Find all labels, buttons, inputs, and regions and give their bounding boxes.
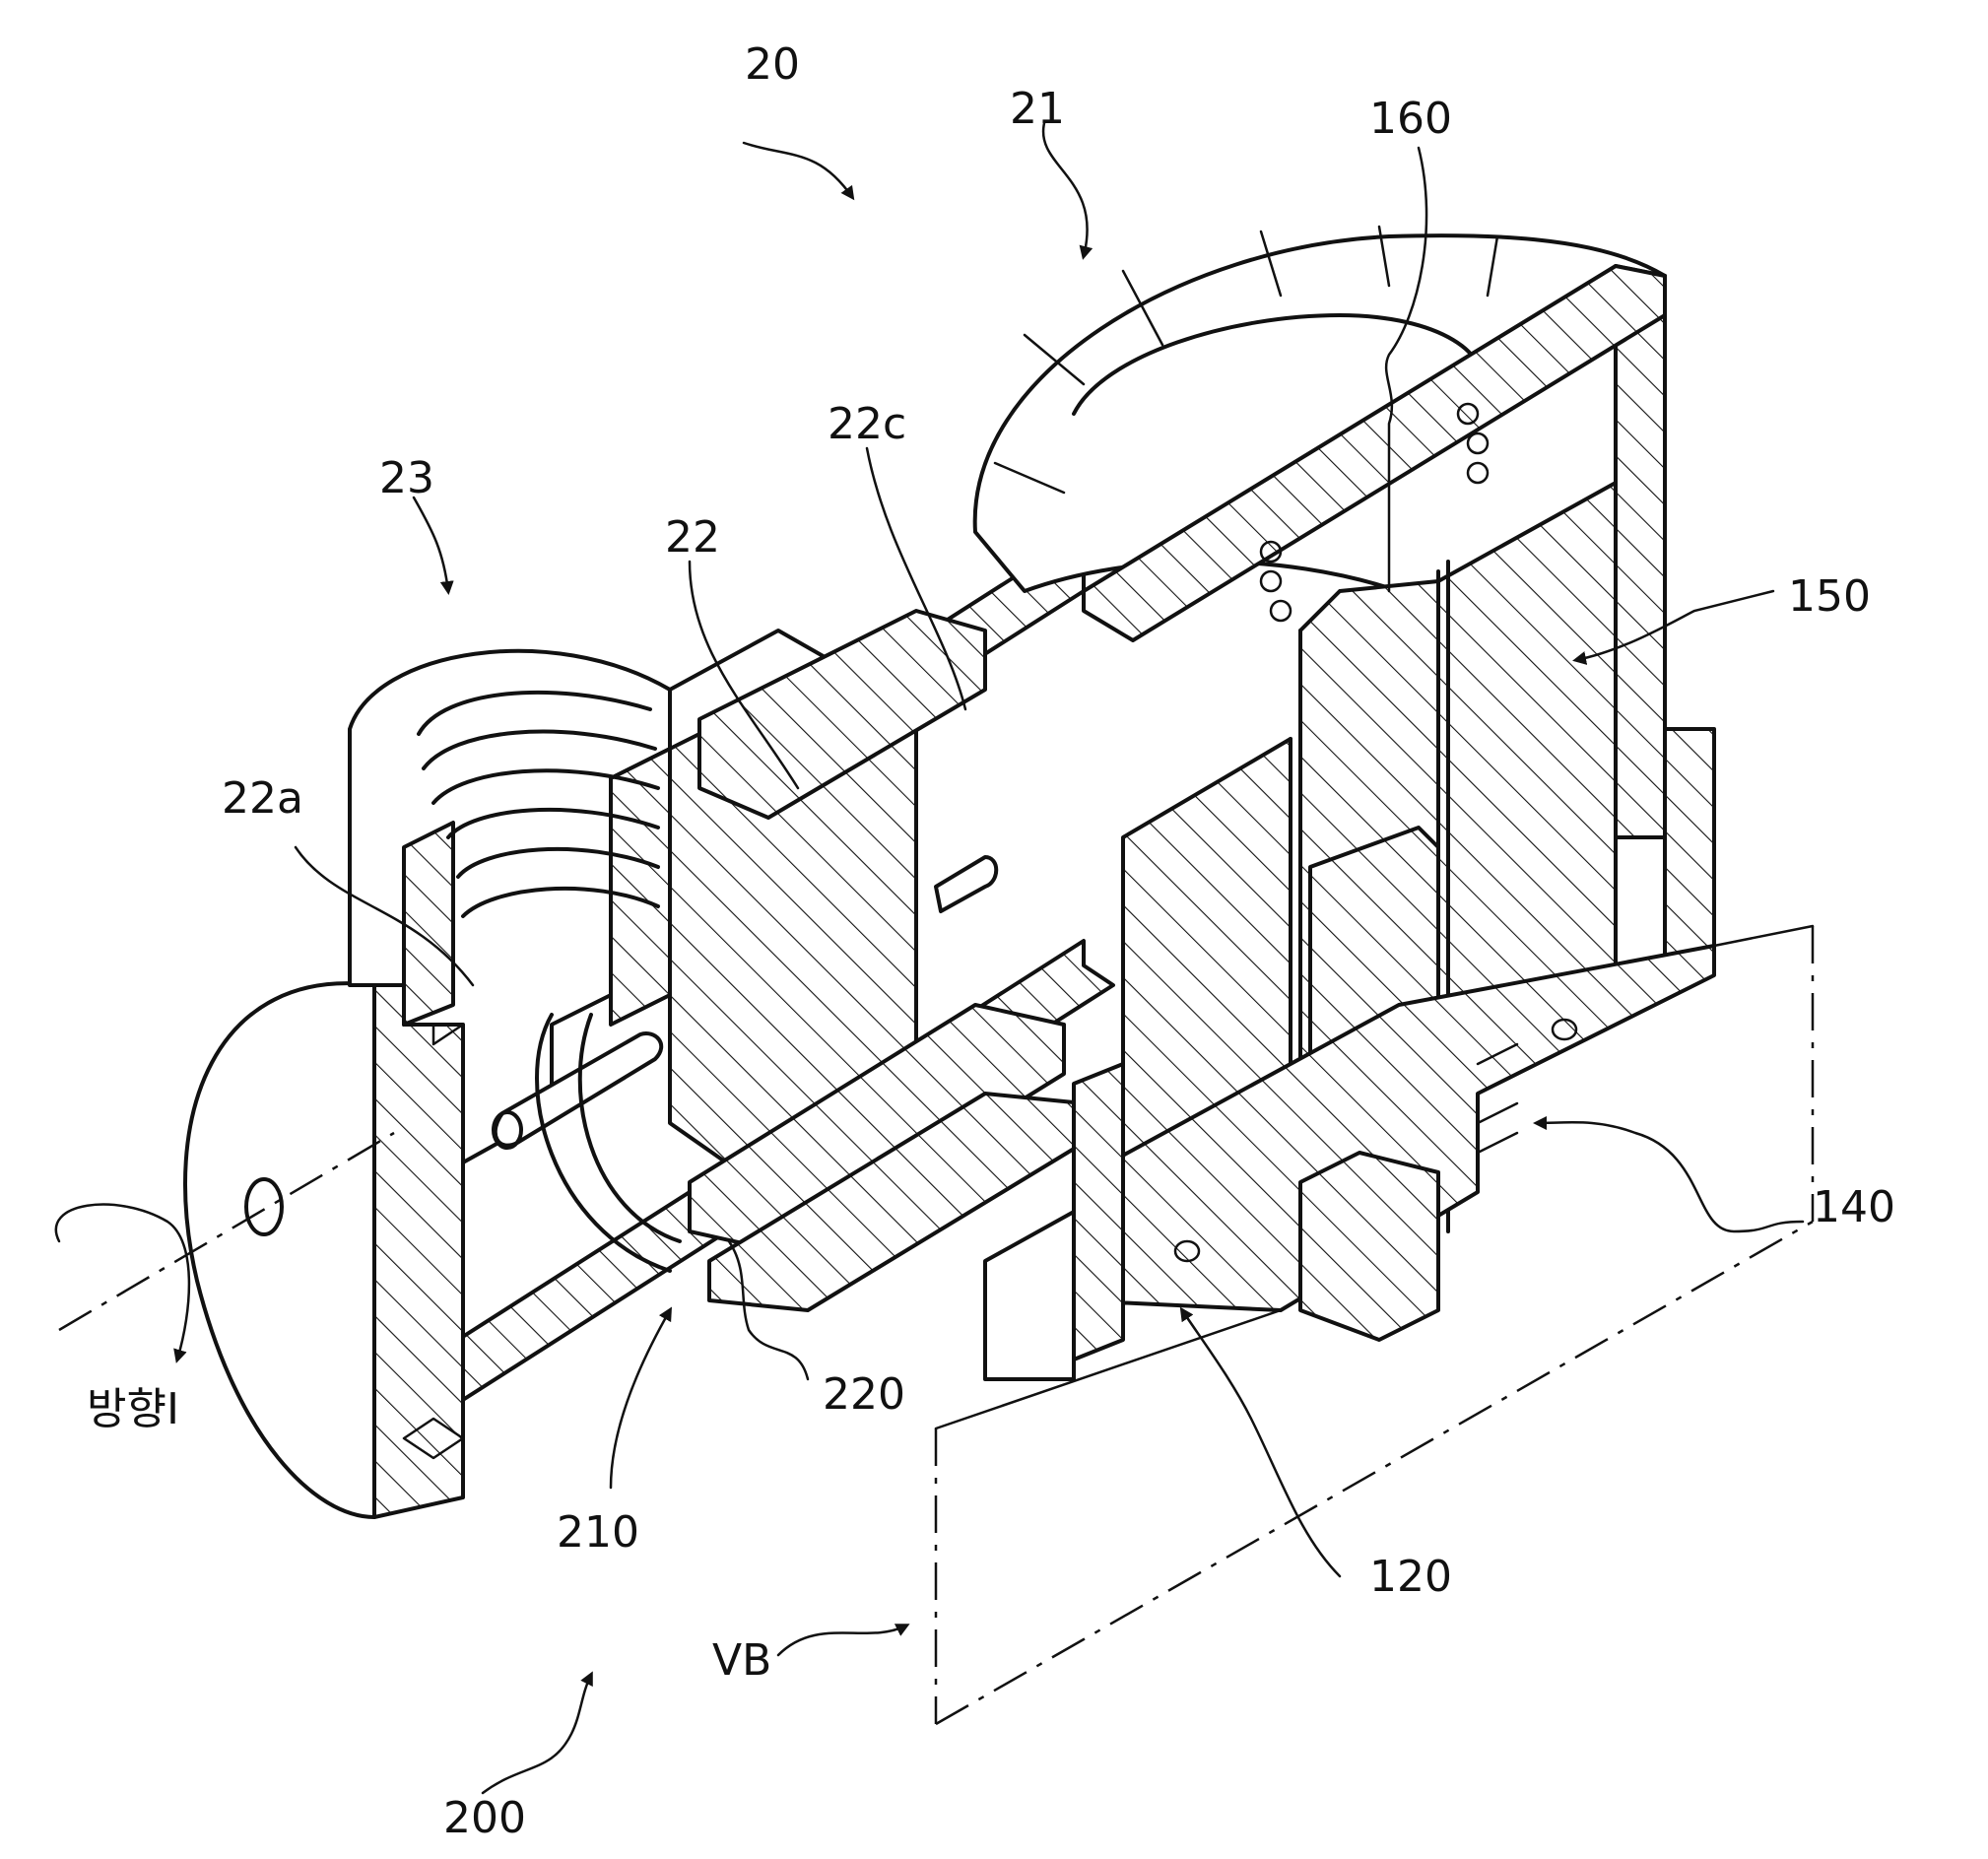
label-200: 200 [443, 1793, 526, 1843]
label-22a: 22a [222, 773, 303, 824]
leader-lines [294, 121, 1805, 1795]
label-direction-i: 방향I [87, 1384, 179, 1434]
label-22c: 22c [828, 399, 906, 449]
plunger-block [492, 609, 1086, 1312]
cut-plane [58, 924, 1815, 1726]
label-210: 210 [557, 1507, 639, 1558]
label-vb: VB [712, 1635, 771, 1686]
label-21: 21 [1010, 84, 1065, 134]
label-22: 22 [665, 512, 720, 563]
label-120: 120 [1369, 1552, 1452, 1602]
label-20: 20 [745, 39, 800, 90]
label-140: 140 [1813, 1182, 1895, 1232]
label-150: 150 [1788, 571, 1871, 622]
label-160: 160 [1369, 94, 1452, 144]
label-23: 23 [379, 453, 434, 503]
threaded-port [348, 648, 672, 1164]
label-220: 220 [823, 1369, 905, 1420]
rotation-arrow [54, 1203, 191, 1363]
solenoid [983, 402, 1716, 1381]
